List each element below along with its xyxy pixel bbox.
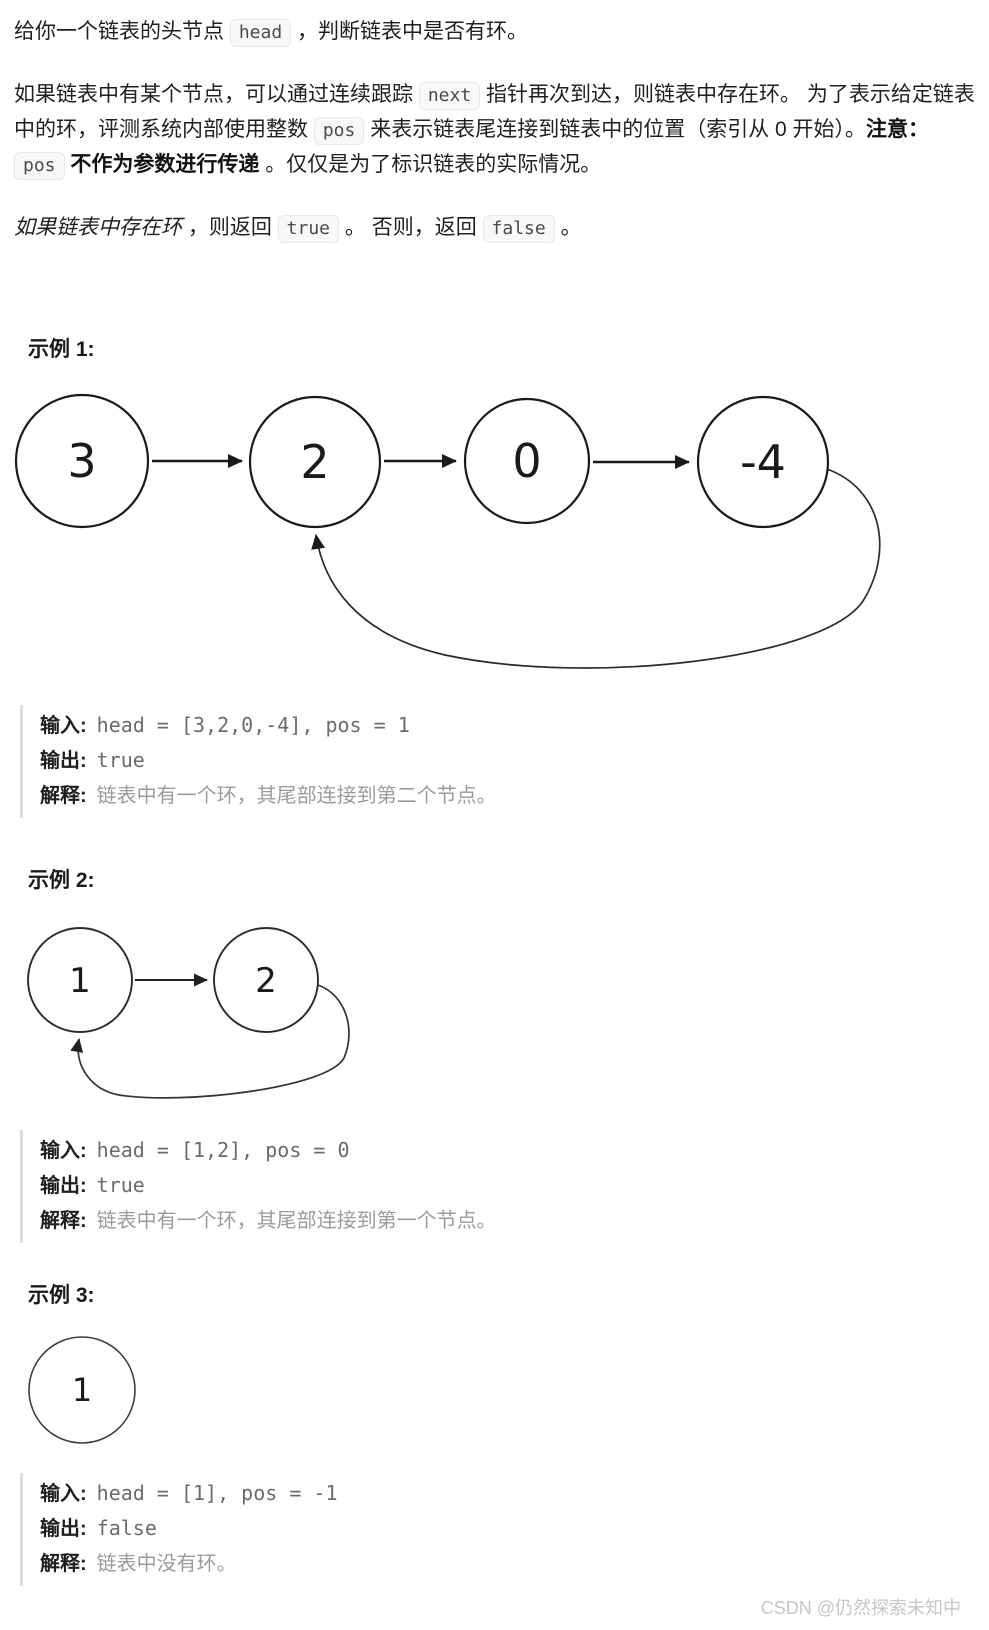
io-row-input: 输入: head = [1], pos = -1 [40, 1477, 975, 1512]
input-value: head = [1], pos = -1 [96, 1481, 338, 1505]
italic-text: 如果链表中存在环 [14, 216, 182, 239]
node-value: 2 [300, 435, 329, 489]
output-label: 输出: [40, 750, 87, 772]
io-row-output: 输出: true [40, 1169, 975, 1204]
spacer [14, 245, 975, 333]
explain-label: 解释: [40, 1553, 87, 1575]
output-value: false [96, 1516, 157, 1540]
problem-statement-paragraph-2: 如果链表中有某个节点，可以通过连续跟踪 next 指针再次到达，则链表中存在环。… [14, 77, 975, 182]
text-segment: 。仅仅是为了标识链表的实际情况。 [259, 153, 602, 176]
node-value: 3 [67, 434, 96, 488]
text-segment: 指针再次到达，则链表中存在环。 为了表示给定链表中的环，评测系统内部使用整数 [14, 83, 975, 141]
example-2-io-block: 输入: head = [1,2], pos = 0 输出: true 解释: 链表中有… [20, 1130, 975, 1243]
example-3-io-block: 输入: head = [1], pos = -1 输出: false 解释: 链表中没… [20, 1473, 975, 1586]
output-label: 输出: [40, 1518, 87, 1540]
node-value: 0 [512, 434, 541, 488]
io-row-explain: 解释: 链表中有一个环，其尾部连接到第二个节点。 [40, 779, 975, 814]
input-label: 输入: [40, 1140, 87, 1162]
example-2-diagram: 1 2 [14, 918, 975, 1116]
explain-value: 链表中没有环。 [96, 1551, 237, 1575]
list-node-circle [14, 393, 150, 529]
io-row-input: 输入: head = [1,2], pos = 0 [40, 1134, 975, 1169]
example-3-diagram: 1 [14, 1331, 975, 1451]
list-node-circle [27, 927, 133, 1033]
linked-list-diagram-2: 1 2 [27, 927, 350, 1099]
node-value: -4 [740, 435, 786, 489]
io-row-explain: 解释: 链表中有一个环，其尾部连接到第一个节点。 [40, 1204, 975, 1239]
input-label: 输入: [40, 1483, 87, 1505]
explain-label: 解释: [40, 1210, 87, 1232]
inline-code: head [229, 19, 292, 47]
example-1-io-block: 输入: head = [3,2,0,-4], pos = 1 输出: true 解释… [20, 705, 975, 818]
inline-code: false [482, 215, 555, 243]
list-node-circle [213, 927, 319, 1033]
text-segment: 。 否则，返回 [339, 216, 483, 239]
inline-code: true [277, 215, 340, 243]
io-row-input: 输入: head = [3,2,0,-4], pos = 1 [40, 709, 975, 744]
io-row-output: 输出: false [40, 1512, 975, 1547]
cycle-arrow [70, 984, 350, 1099]
example-1-section: 示例 1: 3 2 0 [14, 333, 975, 818]
csdn-watermark: CSDN @仍然探索未知中 [760, 1598, 961, 1618]
example-1-heading: 示例 1: [28, 338, 95, 361]
example-2-heading: 示例 2: [28, 869, 95, 892]
bold-text: 不作为参数进行传递 [70, 153, 260, 176]
linked-list-diagram-1: 3 2 0 -4 [14, 393, 881, 669]
explain-value: 链表中有一个环，其尾部连接到第二个节点。 [96, 783, 497, 807]
text-segment: ，则返回 [182, 216, 278, 239]
bold-text: 注意： [866, 118, 930, 141]
input-value: head = [3,2,0,-4], pos = 1 [96, 713, 410, 737]
cycle-arrow [311, 468, 881, 669]
problem-description-page: 给你一个链表的头节点 head ，判断链表中是否有环。 如果链表中有某个节点，可… [14, 14, 975, 1620]
output-value: true [96, 748, 145, 772]
input-label: 输入: [40, 715, 87, 737]
problem-statement-paragraph-1: 给你一个链表的头节点 head ，判断链表中是否有环。 [14, 14, 975, 49]
explain-value: 链表中有一个环，其尾部连接到第一个节点。 [96, 1208, 497, 1232]
example-3-section: 示例 3: 1 输入: head = [1], pos = -1 输出: false… [14, 1279, 975, 1586]
inline-code: pos [313, 117, 365, 145]
input-value: head = [1,2], pos = 0 [96, 1138, 350, 1162]
list-node-circle [696, 395, 830, 529]
io-row-explain: 解释: 链表中没有环。 [40, 1547, 975, 1582]
problem-return-paragraph: 如果链表中存在环 ，则返回 true 。 否则，返回 false 。 [14, 210, 975, 245]
linked-list-diagram-3: 1 [28, 1336, 136, 1444]
example-2-section: 示例 2: 1 2 输入:head = [1 [14, 864, 975, 1243]
text-segment: ，判断链表中是否有环。 [291, 20, 529, 43]
text-segment: 。 [554, 216, 582, 239]
explain-label: 解释: [40, 785, 87, 807]
example-1-diagram: 3 2 0 -4 [14, 389, 975, 681]
inline-code: pos [14, 152, 65, 180]
output-label: 输出: [40, 1175, 87, 1197]
node-value: 1 [72, 1371, 92, 1409]
io-row-output: 输出: true [40, 744, 975, 779]
output-value: true [96, 1173, 145, 1197]
list-node-circle [248, 395, 382, 529]
list-node-circle [28, 1336, 136, 1444]
node-value: 2 [255, 961, 277, 1001]
text-segment: 给你一个链表的头节点 [14, 20, 230, 43]
text-segment: 来表示链表尾连接到链表中的位置（索引从 0 开始）。 [364, 118, 867, 141]
inline-code: next [418, 82, 481, 110]
example-3-heading: 示例 3: [28, 1284, 95, 1307]
node-value: 1 [69, 961, 91, 1001]
list-node-circle [463, 397, 591, 525]
text-segment: 如果链表中有某个节点，可以通过连续跟踪 [14, 83, 419, 106]
